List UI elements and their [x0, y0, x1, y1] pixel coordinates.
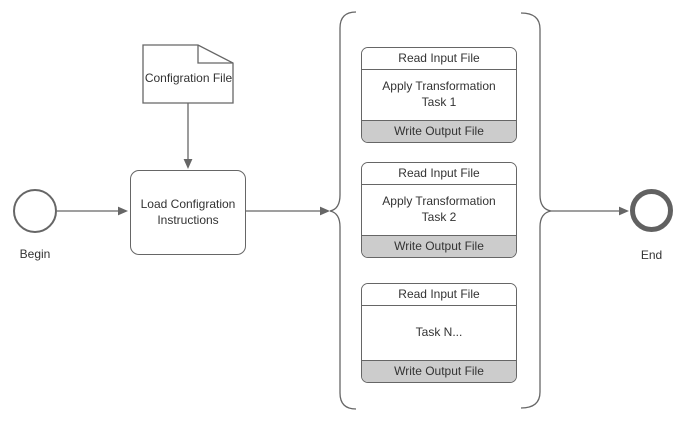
left-brace: [329, 11, 357, 410]
configuration-file-label: Configration File: [144, 70, 233, 85]
task-2-read-input: Read Input File: [362, 163, 516, 185]
task-group-2: Read Input File Apply Transformation Tas…: [361, 162, 517, 258]
document-fold-icon: [197, 45, 233, 64]
task-group-1: Read Input File Apply Transformation Tas…: [361, 47, 517, 143]
task-1-write-output: Write Output File: [362, 120, 516, 142]
task-2-body: Apply Transformation Task 2: [362, 185, 516, 235]
load-configuration-box: Load Configration Instructions: [130, 170, 246, 255]
task-2-write-output: Write Output File: [362, 235, 516, 257]
end-label: End: [640, 248, 663, 262]
arrowhead-brace-to-end: [619, 206, 629, 216]
arrowhead-begin-to-load: [118, 206, 128, 216]
begin-node: [13, 189, 57, 233]
arrowhead-document-to-load: [183, 159, 193, 169]
arrowhead-load-to-brace: [320, 206, 330, 216]
task-1-body: Apply Transformation Task 1: [362, 70, 516, 120]
task-n-read-input: Read Input File: [362, 284, 516, 306]
right-brace: [520, 12, 552, 409]
document-shape: [142, 44, 234, 104]
task-1-read-input: Read Input File: [362, 48, 516, 70]
end-node: [630, 189, 673, 232]
task-n-body: Task N...: [362, 306, 516, 360]
task-group-3: Read Input File Task N... Write Output F…: [361, 283, 517, 383]
task-n-write-output: Write Output File: [362, 360, 516, 382]
begin-label: Begin: [19, 247, 51, 261]
